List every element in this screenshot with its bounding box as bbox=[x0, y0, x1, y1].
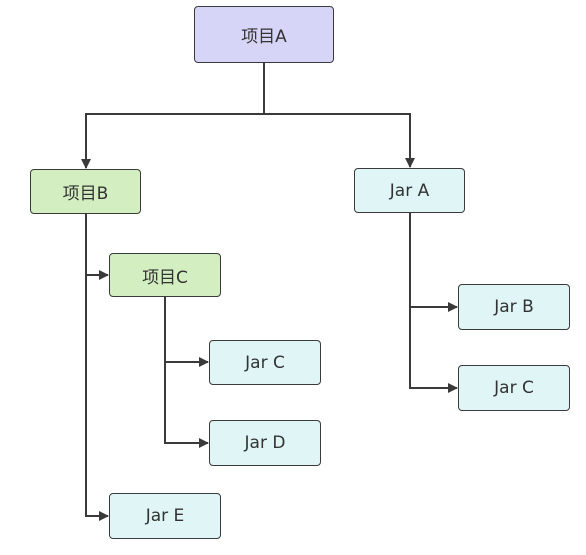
node-jar-e: Jar E bbox=[109, 493, 221, 539]
node-jar-a: Jar A bbox=[354, 168, 465, 213]
node-jar-c-under-project-c: Jar C bbox=[209, 340, 321, 385]
node-jar-c-under-project-c-label: Jar C bbox=[245, 352, 285, 373]
connector-jar-a-to-jar-b bbox=[409, 213, 458, 312]
connector-project-c-to-jar-c bbox=[164, 297, 209, 367]
node-jar-d: Jar D bbox=[209, 420, 321, 466]
node-jar-e-label: Jar E bbox=[145, 506, 185, 526]
node-project-a: 项目A bbox=[194, 6, 334, 63]
node-project-c: 项目C bbox=[109, 253, 221, 297]
node-jar-c-under-jar-a-label: Jar C bbox=[494, 378, 534, 398]
connector-project-b-to-project-c bbox=[85, 214, 109, 280]
node-jar-d-label: Jar D bbox=[244, 433, 286, 453]
node-project-b-label: 项目B bbox=[62, 184, 109, 204]
connector-jar-a-to-jar-c bbox=[409, 307, 458, 393]
node-jar-b-label: Jar B bbox=[494, 297, 534, 317]
node-project-b: 项目B bbox=[30, 169, 141, 214]
connector-project-a-to-project-b bbox=[81, 113, 264, 169]
connector-project-a-to-jar-a bbox=[264, 113, 415, 168]
node-jar-b: Jar B bbox=[458, 284, 570, 330]
node-jar-c-under-jar-a: Jar C bbox=[458, 365, 570, 411]
connector-project-b-to-jar-e bbox=[85, 275, 109, 521]
connector-project-c-to-jar-d bbox=[164, 362, 209, 448]
node-project-c-label: 项目C bbox=[142, 267, 188, 288]
node-project-a-label: 项目A bbox=[241, 27, 287, 47]
node-jar-a-label: Jar A bbox=[389, 180, 430, 201]
